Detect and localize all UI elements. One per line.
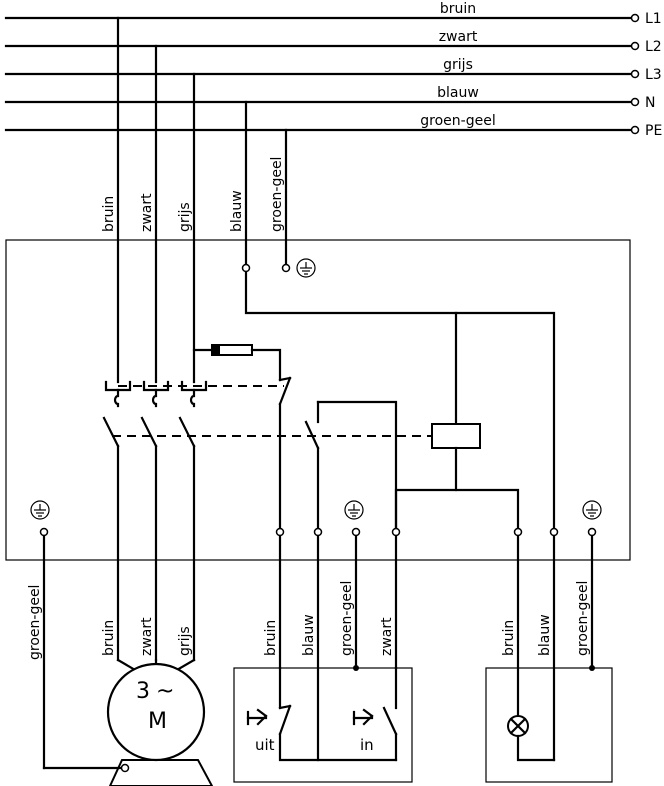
cabinet-feed: bruin zwart grijs blauw groen-geel <box>101 16 288 384</box>
lamp-icon <box>507 715 529 737</box>
main-contacts <box>102 416 196 662</box>
pb-lead-label-2: blauw <box>301 614 317 656</box>
start-contact <box>382 706 398 736</box>
terminal-out-7 <box>587 527 597 537</box>
pb-lead-label-4: zwart <box>379 617 395 656</box>
motor-type-label: M <box>148 709 167 734</box>
relay-out <box>250 348 282 382</box>
terminal-label-l1: L1 <box>645 11 662 27</box>
terminal-label-l2: L2 <box>645 39 662 55</box>
start-button-label: in <box>360 736 374 754</box>
terminal-out-6 <box>549 527 559 537</box>
pb-lead-label-3: groen-geel <box>339 581 355 656</box>
terminal-l2 <box>630 41 640 51</box>
motor-lead-label-1: bruin <box>101 620 117 656</box>
stop-tab <box>278 704 292 710</box>
feed-label-zwart: zwart <box>139 193 155 232</box>
motor: 3 ~ M groen-geel bruin zwart grijs <box>27 534 214 786</box>
terminal-cabinet-pe <box>281 263 291 273</box>
terminal-label-pe: PE <box>645 123 662 139</box>
terminal-out-3 <box>351 527 361 537</box>
motor-phase-label: 3 <box>136 679 150 704</box>
terminal-out-5 <box>513 527 523 537</box>
pb-lead-label-1: bruin <box>263 620 279 656</box>
feed-label-grijs: grijs <box>177 202 193 232</box>
terminal-pe <box>630 125 640 135</box>
stop-button-label: uit <box>255 736 275 754</box>
terminal-out-motor-pe <box>39 527 49 537</box>
lamp-box: bruin blauw groen-geel <box>485 534 613 783</box>
earth-icon <box>344 500 364 520</box>
terminal-out-2 <box>313 527 323 537</box>
contactor-coil <box>431 423 481 449</box>
start-button-actuator-icon <box>352 708 374 726</box>
lamp-earth-dot <box>589 665 595 671</box>
line-color-label-l3: grijs <box>443 57 473 73</box>
terminal-out-4 <box>391 527 401 537</box>
holding-loop <box>316 400 398 534</box>
motor-body <box>106 662 206 762</box>
stop-button-actuator-icon <box>246 708 268 726</box>
lamp-lead-label-3: groen-geel <box>575 581 591 656</box>
terminal-label-n: N <box>645 95 655 111</box>
lamp-return <box>516 734 556 762</box>
earth-icon <box>582 500 602 520</box>
earth-icon <box>30 500 50 520</box>
motor-earth-label: groen-geel <box>27 585 43 660</box>
stop-wire-bottom <box>278 732 398 762</box>
lamp-enclosure <box>485 667 613 783</box>
motor-lead-label-2: zwart <box>139 617 155 656</box>
terminal-cabinet-n <box>241 263 251 273</box>
line-color-label-pe: groen-geel <box>420 113 495 129</box>
line-color-label-l2: zwart <box>439 29 478 45</box>
stop-contact <box>278 704 292 736</box>
line-color-label-n: blauw <box>437 85 479 101</box>
terminal-out-1 <box>275 527 285 537</box>
motor-lead-label-3: grijs <box>177 626 193 656</box>
lamp-lead-label-1: bruin <box>501 620 517 656</box>
neutral-bus <box>244 270 556 534</box>
feed-label-groen-geel: groen-geel <box>269 157 285 232</box>
earth-icon <box>296 258 316 278</box>
motor-earth-terminal <box>120 763 130 773</box>
supply-lines: L1 L2 L3 N PE bruin zwart grijs blauw gr… <box>4 1 662 139</box>
feed-label-bruin: bruin <box>101 196 117 232</box>
pushbutton-box: uit in bruin blauw groen-geel zwart <box>233 534 413 783</box>
coil-control-bus <box>394 488 520 534</box>
cabinet-internals <box>30 258 602 662</box>
terminal-l3 <box>630 69 640 79</box>
pushbutton-enclosure <box>233 667 413 783</box>
feed-label-blauw: blauw <box>229 190 245 232</box>
terminal-n <box>630 97 640 107</box>
terminal-l1 <box>630 13 640 23</box>
motor-base <box>108 759 214 786</box>
motor-tilde: ~ <box>156 679 174 704</box>
line-color-label-l1: bruin <box>440 1 476 17</box>
overload-contact-tab <box>278 376 292 382</box>
pb-earth-dot <box>353 665 359 671</box>
overload-contact <box>278 376 292 406</box>
terminal-label-l3: L3 <box>645 67 662 83</box>
lamp-lead-label-2: blauw <box>537 614 553 656</box>
overload-relay-end <box>212 345 220 355</box>
